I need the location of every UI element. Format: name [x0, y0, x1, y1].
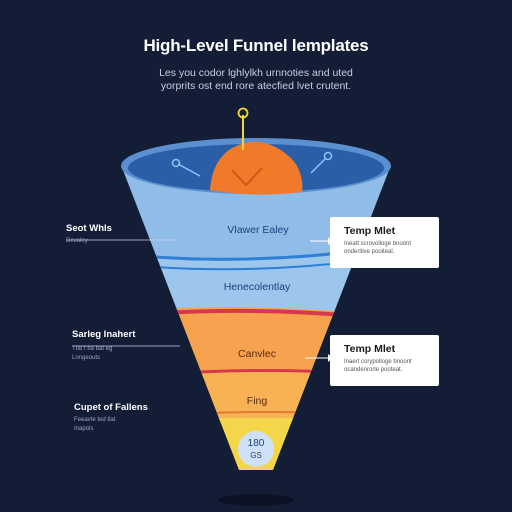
- subtitle-line-2: yorprits ost end rore atecfied lvet crut…: [160, 80, 352, 92]
- callout-1-sub-1: Ineatt scrovolloge bnoont: [344, 241, 412, 247]
- left-note-1: Seot Whls Devaley: [66, 223, 112, 245]
- funnel-top-shape: [210, 141, 303, 195]
- left-note-2-heading: Sarleg Inahert: [72, 329, 136, 340]
- bottom-badge: [238, 431, 274, 467]
- pin-left-line: [177, 163, 201, 177]
- pin-right-icon: [323, 151, 333, 161]
- callout-2: Temp Mlet Inaert corypolloge bnoont ocan…: [330, 335, 439, 386]
- funnel-shadow: [218, 494, 294, 506]
- stage-label-1: Vlawer Ealey: [227, 224, 289, 236]
- page-title: High-Level Funnel lemplates: [143, 36, 369, 55]
- bottom-badge-value: 180: [248, 438, 265, 449]
- callout-2-sub-1: Inaert corypolloge bnoont: [344, 359, 412, 365]
- stage-label-4: Fing: [247, 395, 268, 407]
- left-note-3-heading: Cupet of Fallens: [74, 402, 148, 413]
- callout-2-heading: Temp Mlet: [344, 343, 396, 355]
- page-subtitle: Les you codor lghlylkh urnnoties and ute…: [100, 67, 412, 93]
- left-note-3-sub-1: Feeavte ted tlat: [74, 417, 116, 423]
- left-note-2-sub-1: Ttat t ba bat eg: [72, 346, 113, 352]
- stage-label-2: Henecolentlay: [224, 281, 291, 293]
- left-note-2: Sarleg Inahert Ttat t ba bat eg Longeout…: [72, 329, 135, 362]
- callout-1: Temp Mlet Ineatt scrovolloge bnoont onde…: [330, 217, 439, 268]
- pin-right-line: [310, 157, 327, 174]
- left-note-1-heading: Seot Whls: [66, 223, 112, 234]
- left-note-2-sub-2: Longeouts: [72, 355, 101, 361]
- pin-center-icon: [237, 107, 249, 119]
- stage-label-3: Canvlec: [238, 348, 276, 360]
- subtitle-line-1: Les you codor lghlylkh urnnoties and ute…: [159, 67, 353, 79]
- callout-1-sub-2: onderitive pooiteal.: [344, 249, 395, 255]
- callout-1-heading: Temp Mlet: [344, 225, 396, 237]
- bottom-badge-unit: GS: [250, 451, 262, 460]
- left-note-3: Cupet of Fallens Feeavte ted tlat Inapol…: [74, 402, 148, 433]
- callout-2-sub-2: ocandenrorle pooteat.: [344, 367, 403, 373]
- pin-left-icon: [171, 158, 181, 168]
- left-note-3-sub-2: Inapols: [74, 426, 94, 432]
- left-note-1-sub: Devaley: [66, 238, 88, 244]
